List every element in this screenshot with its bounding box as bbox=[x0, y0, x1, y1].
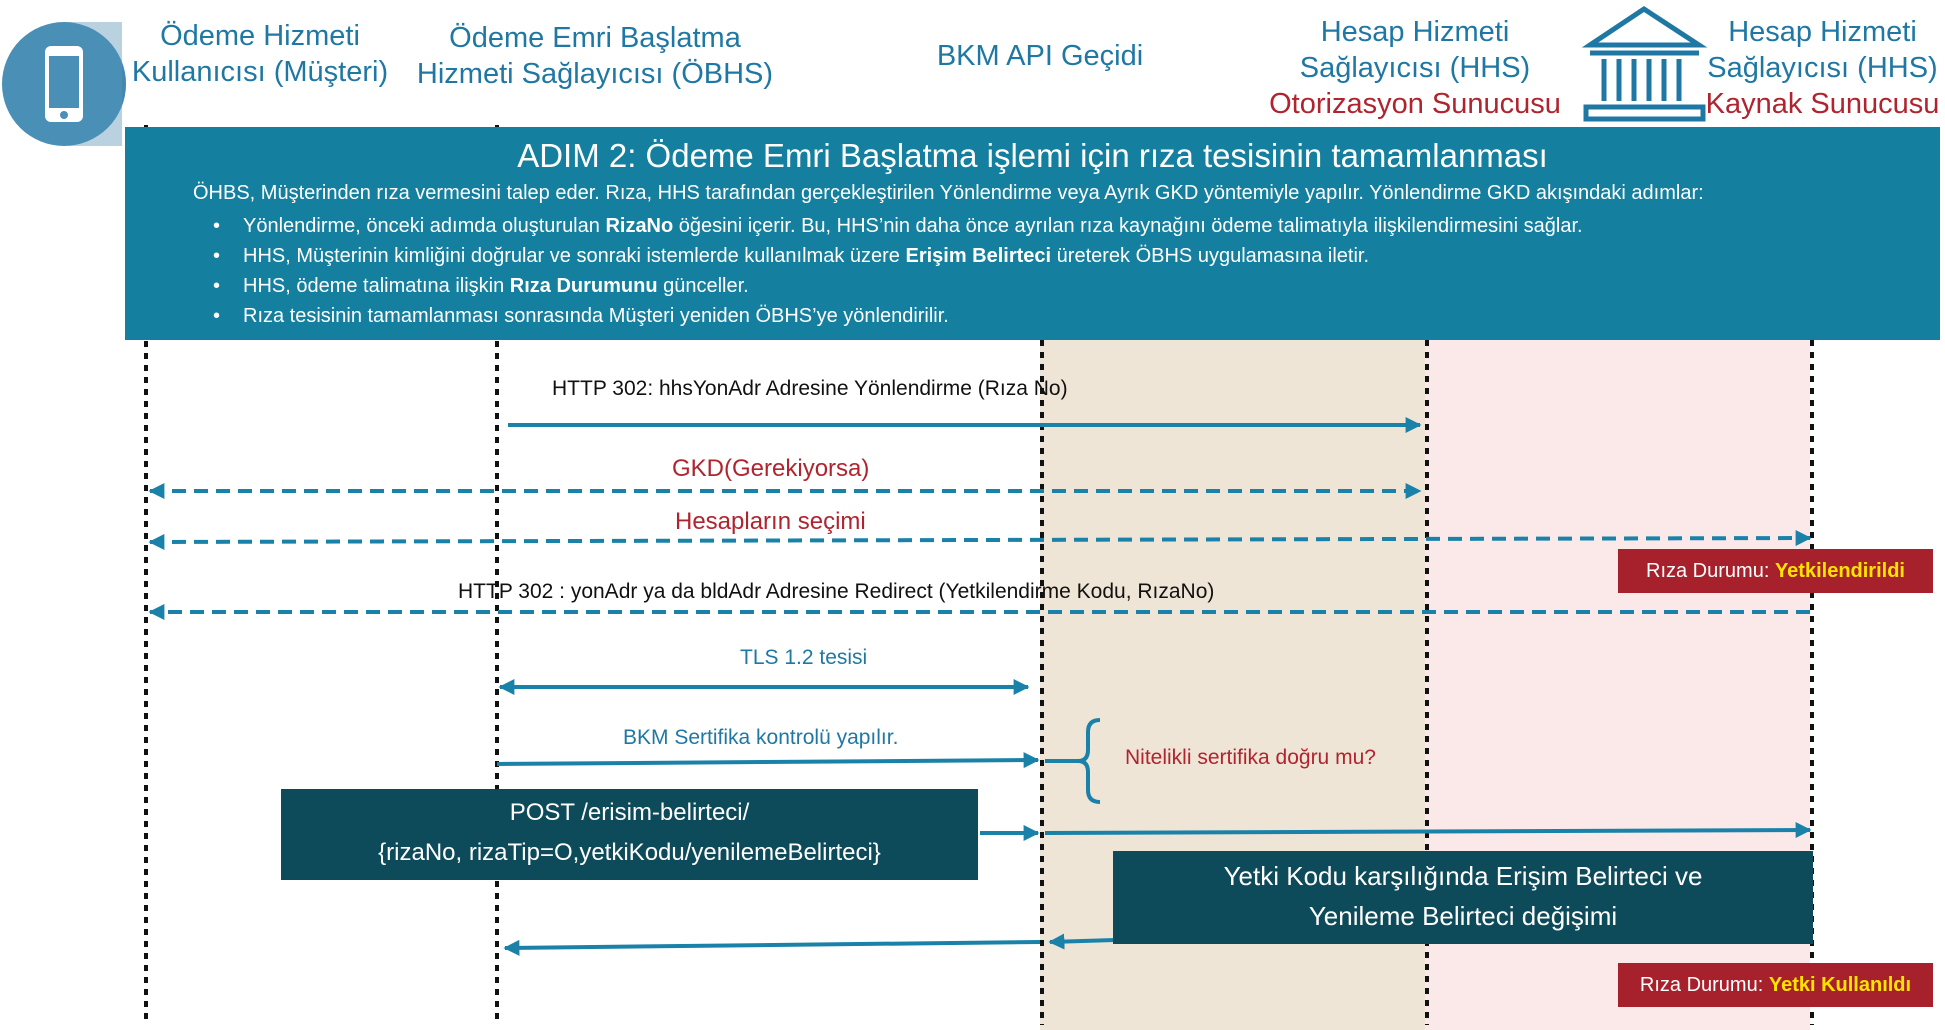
banner-bullet-2: • HHS, Müşterinin kimliğini doğrular ve s… bbox=[213, 241, 1583, 271]
bullet-2-pre: HHS, Müşterinin kimliğini doğrular ve so… bbox=[243, 245, 906, 267]
message-certificate-check: BKM Sertifika kontrolü yapılır. bbox=[623, 726, 899, 749]
post-request-box: POST /erisim-belirteci/ {rizaNo, rizaTip… bbox=[281, 789, 978, 880]
message-account-selection: Hesapların seçimi bbox=[675, 508, 866, 535]
mobile-phone-icon bbox=[2, 22, 126, 146]
bullet-mark: • bbox=[213, 305, 221, 327]
message-redirect-back: HTTP 302 : yonAdr ya da bldAdr Adresine … bbox=[458, 580, 1215, 603]
certificate-note: Nitelikli sertifika doğru mu? bbox=[1125, 746, 1376, 769]
actor-hhs-auth-line1: Hesap Hizmeti bbox=[1320, 16, 1510, 48]
bullet-3-post: günceller. bbox=[657, 275, 749, 297]
post-request-line2: {rizaNo, rizaTip=O,yetkiKodu/yenilemeBel… bbox=[378, 839, 881, 866]
actor-bkm-api-gateway: BKM API Geçidi bbox=[880, 38, 1200, 74]
actor-payment-user-line2: Kullanıcısı (Müşteri) bbox=[131, 56, 389, 88]
bullet-mark: • bbox=[213, 275, 221, 297]
status-2-label: Rıza Durumu: bbox=[1639, 974, 1769, 996]
actor-payment-user-line1: Ödeme Hizmeti bbox=[160, 20, 360, 52]
banner-bullet-list: •Yönlendirme, önceki adımda oluşturulan … bbox=[213, 211, 1583, 331]
token-exchange-box: Yetki Kodu karşılığında Erişim Belirteci… bbox=[1113, 851, 1813, 944]
status-1-label: Rıza Durumu: bbox=[1646, 560, 1775, 582]
banner-intro: ÖHBS, Müşterinden rıza vermesini talep e… bbox=[193, 182, 1704, 204]
actor-hhs-authorization-server: Hesap Hizmeti Sağlayıcısı (HHS) Otorizas… bbox=[1250, 14, 1580, 122]
step-banner: ADIM 2: Ödeme Emri Başlatma işlemi için … bbox=[125, 127, 1940, 340]
bullet-1-bold: RizaNo bbox=[605, 215, 674, 237]
banner-bullet-3: • HHS, ödeme talimatına ilişkin Rıza Duru… bbox=[213, 271, 1583, 301]
actor-hhs-auth-line3: Otorizasyon Sunucusu bbox=[1269, 88, 1561, 120]
arrow-account-selection bbox=[148, 530, 1812, 550]
status-1-value: Yetkilendirildi bbox=[1774, 560, 1905, 582]
arrow-post-to-resource bbox=[1044, 822, 1812, 839]
arrow-token-to-obhs bbox=[503, 939, 1041, 956]
bullet-2-post: üreterek ÖBHS uygulamasına iletir. bbox=[1051, 245, 1370, 267]
bullet-4-text: Rıza tesisinin tamamlanması sonrasında M… bbox=[243, 305, 949, 327]
message-gkd: GKD(Gerekiyorsa) bbox=[672, 455, 870, 482]
bank-building-icon bbox=[1582, 6, 1707, 122]
actor-hhs-res-line3: Kaynak Sunucusu bbox=[1705, 88, 1940, 120]
bullet-1-pre: Yönlendirme, önceki adımda oluşturulan bbox=[243, 215, 606, 237]
token-exchange-line2: Yenileme Belirteci değişimi bbox=[1308, 901, 1618, 931]
actor-hhs-resource-server: Hesap Hizmeti Sağlayıcısı (HHS) Kaynak S… bbox=[1700, 14, 1945, 122]
actor-hhs-auth-line2: Sağlayıcısı (HHS) bbox=[1299, 52, 1531, 84]
status-badge-authorized: Rıza Durumu: Yetkilendirildi bbox=[1618, 549, 1933, 593]
actor-payment-user: Ödeme Hizmeti Kullanıcısı (Müşteri) bbox=[130, 18, 390, 90]
bullet-mark: • bbox=[213, 245, 221, 267]
arrow-token-to-api bbox=[1048, 933, 1116, 950]
actor-bkm-api-gateway-label: BKM API Geçidi bbox=[936, 40, 1144, 72]
actor-obhs-line2: Hizmeti Sağlayıcısı (ÖBHS) bbox=[416, 58, 774, 90]
status-2-value: Yetki Kullanıldı bbox=[1768, 974, 1912, 996]
bullet-mark: • bbox=[213, 215, 221, 237]
actor-hhs-res-line2: Sağlayıcısı (HHS) bbox=[1707, 52, 1938, 84]
note-brace bbox=[1077, 718, 1101, 804]
bullet-3-pre: HHS, ödeme talimatına ilişkin bbox=[243, 275, 510, 297]
post-request-line1: POST /erisim-belirteci/ bbox=[509, 799, 750, 826]
arrow-certificate-check bbox=[496, 752, 1040, 769]
bullet-2-bold: Erişim Belirteci bbox=[905, 245, 1052, 267]
actor-obhs: Ödeme Emri Başlatma Hizmeti Sağlayıcısı … bbox=[405, 20, 785, 92]
bullet-1-post: öğesini içerir. Bu, HHS’nin daha önce ay… bbox=[673, 215, 1583, 237]
banner-title: ADIM 2: Ödeme Emri Başlatma işlemi için … bbox=[517, 137, 1548, 174]
status-badge-used: Rıza Durumu: Yetki Kullanıldı bbox=[1618, 963, 1933, 1007]
actor-hhs-res-line1: Hesap Hizmeti bbox=[1728, 16, 1917, 48]
token-exchange-line1: Yetki Kodu karşılığında Erişim Belirteci… bbox=[1223, 861, 1703, 891]
message-redirect-to-hhs: HTTP 302: hhsYonAdr Adresine Yönlendirme… bbox=[552, 377, 1068, 400]
actor-obhs-line1: Ödeme Emri Başlatma bbox=[449, 22, 741, 54]
bullet-3-bold: Rıza Durumunu bbox=[509, 275, 658, 297]
message-tls: TLS 1.2 tesisi bbox=[740, 646, 868, 669]
banner-bullet-1: •Yönlendirme, önceki adımda oluşturulan … bbox=[213, 211, 1583, 241]
banner-bullet-4: • Rıza tesisinin tamamlanması sonrasında … bbox=[213, 301, 1583, 331]
